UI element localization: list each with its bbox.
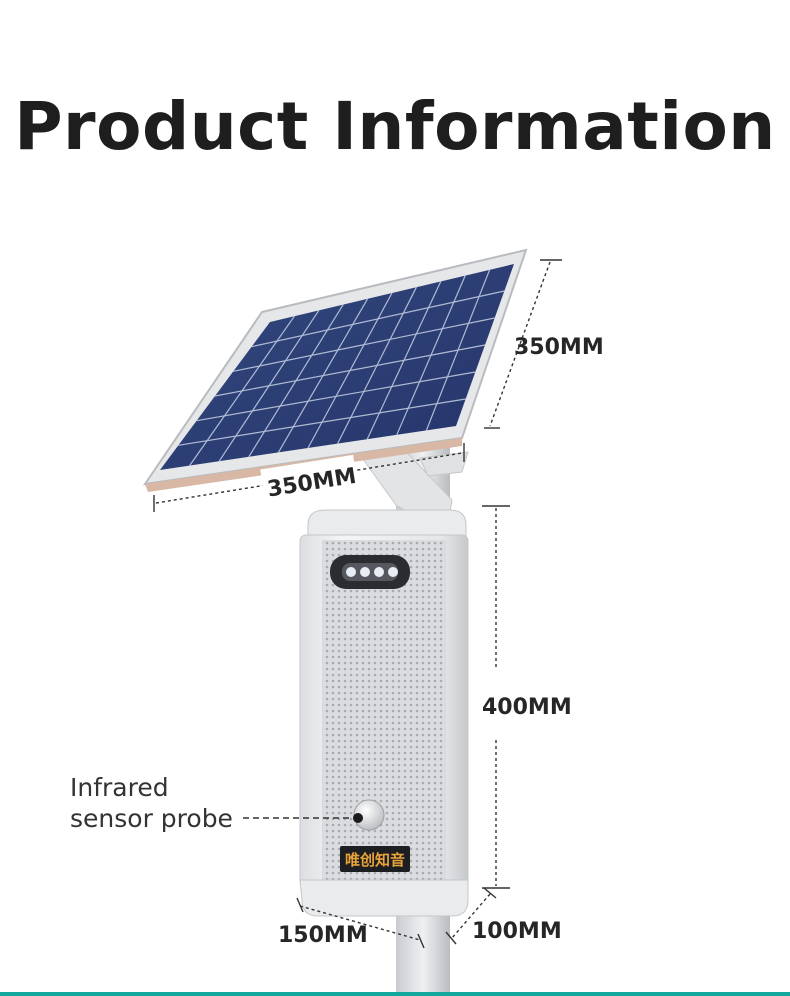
brand-plate-text: 唯创知音	[345, 851, 405, 869]
panel-grid-line	[307, 292, 393, 449]
speaker-bottom-cap	[299, 879, 469, 917]
panel-grid-line	[277, 298, 369, 453]
brand-plate	[340, 846, 410, 872]
bottom-accent-bar	[0, 992, 790, 996]
panel-grid-line	[248, 304, 344, 458]
panel-grid-line	[396, 275, 466, 436]
speaker-top-cap	[307, 509, 467, 541]
panel-grid-line	[366, 281, 442, 440]
panel-grid-line	[218, 310, 320, 462]
callout-line-1: Infrared	[70, 773, 169, 802]
dimension-panel-height	[484, 259, 562, 429]
dimension-label-speaker-width: 150MM	[278, 923, 368, 948]
dimension-label-speaker-depth: 100MM	[472, 919, 562, 944]
callout-line-2: sensor probe	[70, 804, 233, 833]
dimension-speaker-width	[296, 897, 425, 949]
dimension-panel-width	[153, 443, 465, 512]
panel-grid-line	[189, 315, 295, 466]
callout-dot	[353, 813, 363, 823]
callout-infrared-label: Infrared sensor probe	[70, 772, 233, 834]
dimension-label-speaker-height: 400MM	[482, 695, 572, 720]
panel-grid-line	[425, 269, 491, 431]
page-title: Product Information	[14, 88, 776, 165]
solar-panel-grid	[178, 269, 505, 466]
dimension-speaker-height	[482, 505, 510, 889]
speaker-grille	[322, 540, 446, 885]
dimension-label-panel-height: 350MM	[514, 335, 604, 360]
panel-grid-line	[337, 286, 417, 444]
dimension-speaker-depth	[445, 887, 497, 945]
